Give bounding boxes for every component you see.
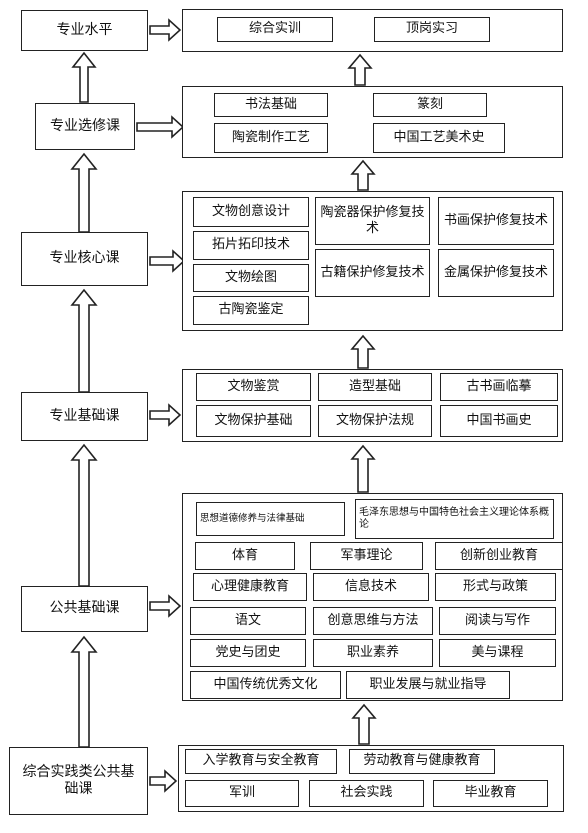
course-box: 职业素养 xyxy=(313,639,433,667)
course-box: 拓片拓印技术 xyxy=(193,231,309,260)
course-box: 中国工艺美术史 xyxy=(373,123,505,153)
level-elective: 专业选修课 xyxy=(35,103,135,150)
course-box: 信息技术 xyxy=(313,573,429,601)
right-arrow-icon xyxy=(149,403,182,427)
course-box: 陶瓷器保护修复技术 xyxy=(315,197,430,245)
course-box: 党史与团史 xyxy=(190,639,306,667)
course-box: 文物鉴赏 xyxy=(196,373,311,401)
course-box: 毕业教育 xyxy=(433,780,548,807)
right-arrow-icon xyxy=(149,769,178,793)
course-box: 中国传统优秀文化 xyxy=(190,671,341,699)
up-arrow-icon xyxy=(350,334,376,369)
course-box: 形式与政策 xyxy=(435,573,556,601)
up-arrow-icon xyxy=(351,703,377,745)
up-arrow-icon xyxy=(70,288,98,393)
up-arrow-icon xyxy=(70,152,98,233)
course-box: 职业发展与就业指导 xyxy=(346,671,510,699)
course-box: 古书画临摹 xyxy=(440,373,558,401)
course-box: 思想道德修养与法律基础 xyxy=(196,502,345,536)
course-box: 军事理论 xyxy=(310,542,423,570)
course-box: 造型基础 xyxy=(318,373,432,401)
course-box: 顶岗实习 xyxy=(374,17,490,42)
course-box: 陶瓷制作工艺 xyxy=(214,123,328,153)
course-box: 心理健康教育 xyxy=(193,573,307,601)
level-professional: 专业水平 xyxy=(21,10,148,51)
course-box: 创意思维与方法 xyxy=(313,607,433,635)
right-arrow-icon xyxy=(136,115,185,139)
course-box: 社会实践 xyxy=(309,780,424,807)
course-box: 金属保护修复技术 xyxy=(438,249,554,297)
course-box: 古陶瓷鉴定 xyxy=(193,296,309,325)
course-box: 毛泽东思想与中国特色社会主义理论体系概论 xyxy=(355,499,554,539)
course-box: 中国书画史 xyxy=(440,405,558,437)
right-arrow-icon xyxy=(149,18,182,42)
up-arrow-icon xyxy=(71,51,97,103)
course-box: 文物绘图 xyxy=(193,264,309,292)
course-box: 语文 xyxy=(190,607,306,635)
up-arrow-icon xyxy=(70,635,98,748)
level-core: 专业核心课 xyxy=(21,232,148,286)
up-arrow-icon xyxy=(70,443,98,587)
course-box: 篆刻 xyxy=(373,93,487,117)
course-box: 美与课程 xyxy=(439,639,556,667)
course-box: 创新创业教育 xyxy=(435,542,563,570)
course-box: 入学教育与安全教育 xyxy=(185,749,337,774)
level-foundation: 专业基础课 xyxy=(21,392,148,441)
course-box: 书法基础 xyxy=(214,93,328,117)
course-box: 阅读与写作 xyxy=(439,607,556,635)
right-arrow-icon xyxy=(149,594,182,618)
up-arrow-icon xyxy=(350,444,376,493)
course-box: 文物创意设计 xyxy=(193,197,309,227)
course-box: 体育 xyxy=(195,542,295,570)
course-box: 书画保护修复技术 xyxy=(438,197,554,245)
course-box: 古籍保护修复技术 xyxy=(315,249,430,297)
right-arrow-icon xyxy=(149,249,186,273)
course-box: 劳动教育与健康教育 xyxy=(349,749,495,774)
level-practice: 综合实践类公共基础课 xyxy=(9,747,148,815)
course-box: 综合实训 xyxy=(217,17,333,42)
course-box: 文物保护法规 xyxy=(318,405,432,437)
course-box: 文物保护基础 xyxy=(196,405,311,437)
level-public: 公共基础课 xyxy=(21,586,148,632)
course-box: 军训 xyxy=(185,780,299,807)
up-arrow-icon xyxy=(350,159,376,191)
up-arrow-icon xyxy=(347,53,373,86)
